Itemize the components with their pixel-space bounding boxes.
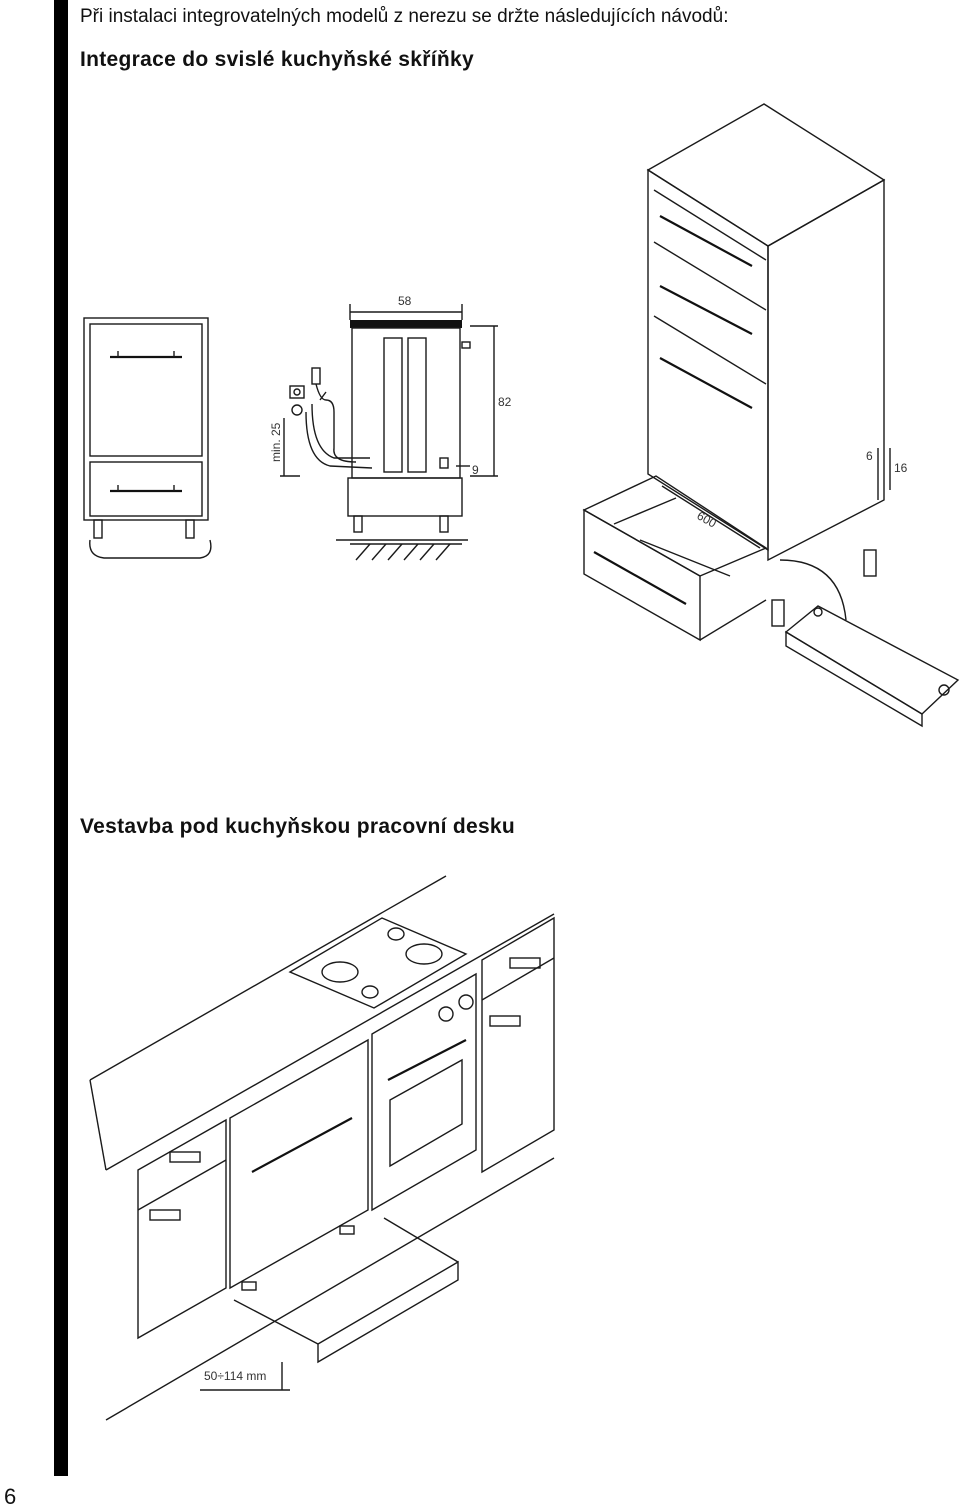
dimension-min: min. 25 xyxy=(269,422,283,462)
intro-text: Při instalaci integrovatelných modelů z … xyxy=(80,6,729,27)
section-title-under-counter: Vestavba pod kuchyňskou pracovní desku xyxy=(80,815,516,838)
left-margin-bar xyxy=(54,0,68,1476)
dimension-plinth: 50÷114 mm xyxy=(204,1369,266,1383)
dimension-width: 58 xyxy=(398,294,412,308)
dimension-height: 82 xyxy=(498,395,512,409)
dimension-6: 6 xyxy=(866,449,873,463)
dimension-16: 16 xyxy=(894,461,908,475)
section-title-vertical: Integrace do svislé kuchyňské skříňky xyxy=(80,48,474,71)
page-number: 6 xyxy=(4,1484,17,1509)
dimension-gap: 9 xyxy=(472,463,479,477)
